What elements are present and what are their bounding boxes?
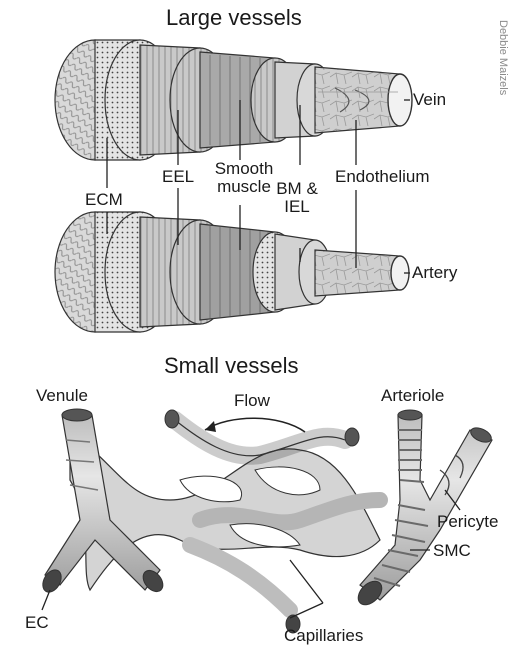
artery-endothelium-layer	[315, 250, 400, 296]
eel-label: EEL	[162, 168, 194, 186]
flow-label: Flow	[234, 392, 270, 410]
small-vessels-title: Small vessels	[164, 354, 298, 377]
credit-text: Debbie Maizels	[497, 20, 509, 95]
smc-label: SMC	[433, 542, 471, 560]
endothelium-label: Endothelium	[335, 168, 430, 186]
bm-iel-label: BM & IEL	[275, 180, 319, 216]
small-vessels-illustration	[39, 409, 493, 633]
ecm-label: ECM	[85, 191, 123, 209]
large-vessels-title: Large vessels	[166, 6, 302, 29]
flow-arrow	[205, 418, 305, 432]
vein-endothelium-layer	[315, 67, 400, 133]
vein-illustration	[55, 40, 412, 160]
ec-label: EC	[25, 614, 49, 632]
arteriole-vessel	[354, 410, 494, 609]
arteriole-label: Arteriole	[381, 387, 444, 405]
artery-label: Artery	[412, 264, 457, 282]
capillaries-label: Capillaries	[284, 627, 363, 645]
pericyte-label: Pericyte	[437, 513, 498, 531]
vein-label: Vein	[413, 91, 446, 109]
smooth-muscle-label: Smooth muscle	[204, 160, 284, 196]
venule-label: Venule	[36, 387, 88, 405]
